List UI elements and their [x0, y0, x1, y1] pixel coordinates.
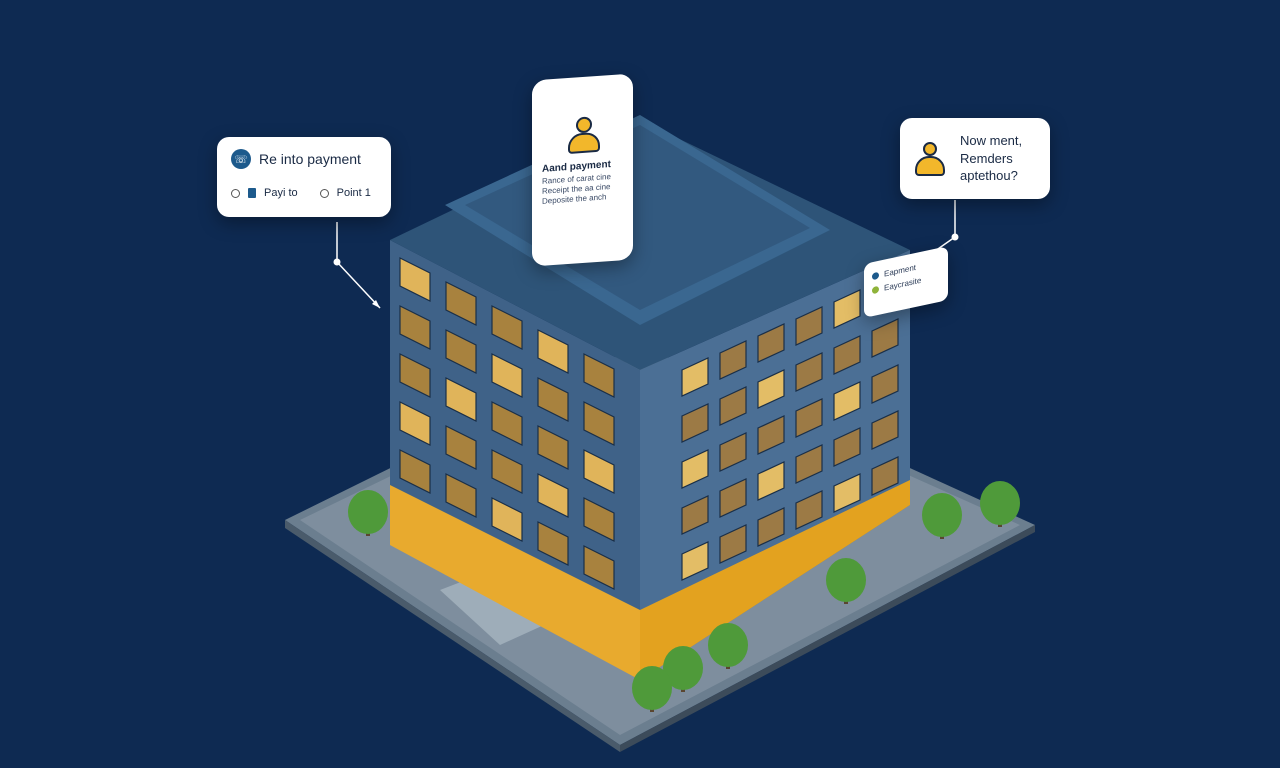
window-left	[399, 401, 431, 446]
window-left	[583, 353, 615, 398]
window-right	[795, 306, 823, 346]
window-right	[681, 495, 709, 535]
trees	[348, 481, 1020, 712]
window-right	[719, 340, 747, 380]
tree	[663, 646, 703, 692]
window-right	[833, 289, 861, 329]
radio-option-2[interactable]	[319, 188, 329, 198]
window-right	[719, 524, 747, 564]
window-left	[583, 497, 615, 542]
window-right	[757, 461, 785, 501]
window-right	[795, 490, 823, 530]
window-left	[537, 521, 569, 566]
tenant-card: Aand payment Rance of carat cine Receipt…	[532, 73, 633, 267]
ground-plate-side-right	[620, 525, 1035, 752]
window-left	[445, 473, 477, 518]
option-2-label: Point 1	[336, 187, 371, 199]
window-right	[871, 410, 899, 450]
window-right	[681, 357, 709, 397]
tree	[632, 666, 672, 712]
document-icon	[248, 188, 256, 198]
ground-plate-side-left	[285, 520, 620, 752]
tree	[348, 490, 388, 536]
user-icon	[912, 141, 948, 177]
windows-right	[681, 272, 899, 581]
status-item-1: Eapment	[884, 262, 917, 279]
window-left	[583, 449, 615, 494]
window-right	[833, 427, 861, 467]
window-left	[583, 401, 615, 446]
window-left	[537, 329, 569, 374]
window-left	[491, 305, 523, 350]
window-left	[399, 449, 431, 494]
tree	[980, 481, 1020, 527]
window-left	[491, 497, 523, 542]
payment-callout-title: Re into payment	[259, 151, 361, 167]
window-right	[757, 415, 785, 455]
user-icon	[564, 113, 604, 156]
status-dot-blue	[872, 271, 879, 281]
window-right	[719, 478, 747, 518]
ground-floor-right	[640, 480, 910, 680]
reminder-callout: Now ment, Remders aptethou?	[900, 118, 1050, 199]
window-left	[491, 353, 523, 398]
window-left	[445, 281, 477, 326]
window-right	[757, 507, 785, 547]
window-left	[445, 329, 477, 374]
window-left	[399, 257, 431, 302]
window-right	[795, 444, 823, 484]
reminder-line-1: Now ment,	[960, 133, 1023, 149]
window-right	[681, 449, 709, 489]
window-right	[681, 403, 709, 443]
connector-left	[336, 222, 381, 309]
window-left	[583, 545, 615, 590]
window-right	[719, 432, 747, 472]
window-left	[399, 305, 431, 350]
window-right	[795, 352, 823, 392]
windows-left	[399, 257, 615, 590]
payment-callout: ☏ Re into payment Payi to Point 1	[217, 137, 391, 217]
window-right	[757, 323, 785, 363]
window-right	[795, 398, 823, 438]
status-dot-green	[872, 285, 879, 295]
window-right	[833, 335, 861, 375]
window-left	[445, 425, 477, 470]
tree	[922, 493, 962, 539]
window-right	[681, 541, 709, 581]
window-left	[537, 377, 569, 422]
ground-floor-left	[390, 485, 640, 680]
tree	[826, 558, 866, 604]
window-right	[757, 369, 785, 409]
status-item-2: Eaycrasite	[884, 275, 922, 293]
window-right	[833, 381, 861, 421]
window-left	[537, 425, 569, 470]
phone-icon: ☏	[231, 149, 251, 169]
radio-option-1[interactable]	[231, 188, 240, 198]
tree	[708, 623, 748, 669]
window-right	[719, 386, 747, 426]
window-right	[871, 364, 899, 404]
window-left	[445, 377, 477, 422]
window-right	[833, 473, 861, 513]
window-left	[491, 401, 523, 446]
option-1-label: Payi to	[264, 187, 298, 199]
window-right	[871, 318, 899, 358]
reminder-line-3: aptethou?	[960, 168, 1018, 184]
window-left	[537, 473, 569, 518]
reminder-line-2: Remders	[960, 150, 1013, 166]
window-right	[871, 456, 899, 496]
window-left	[491, 449, 523, 494]
window-left	[399, 353, 431, 398]
